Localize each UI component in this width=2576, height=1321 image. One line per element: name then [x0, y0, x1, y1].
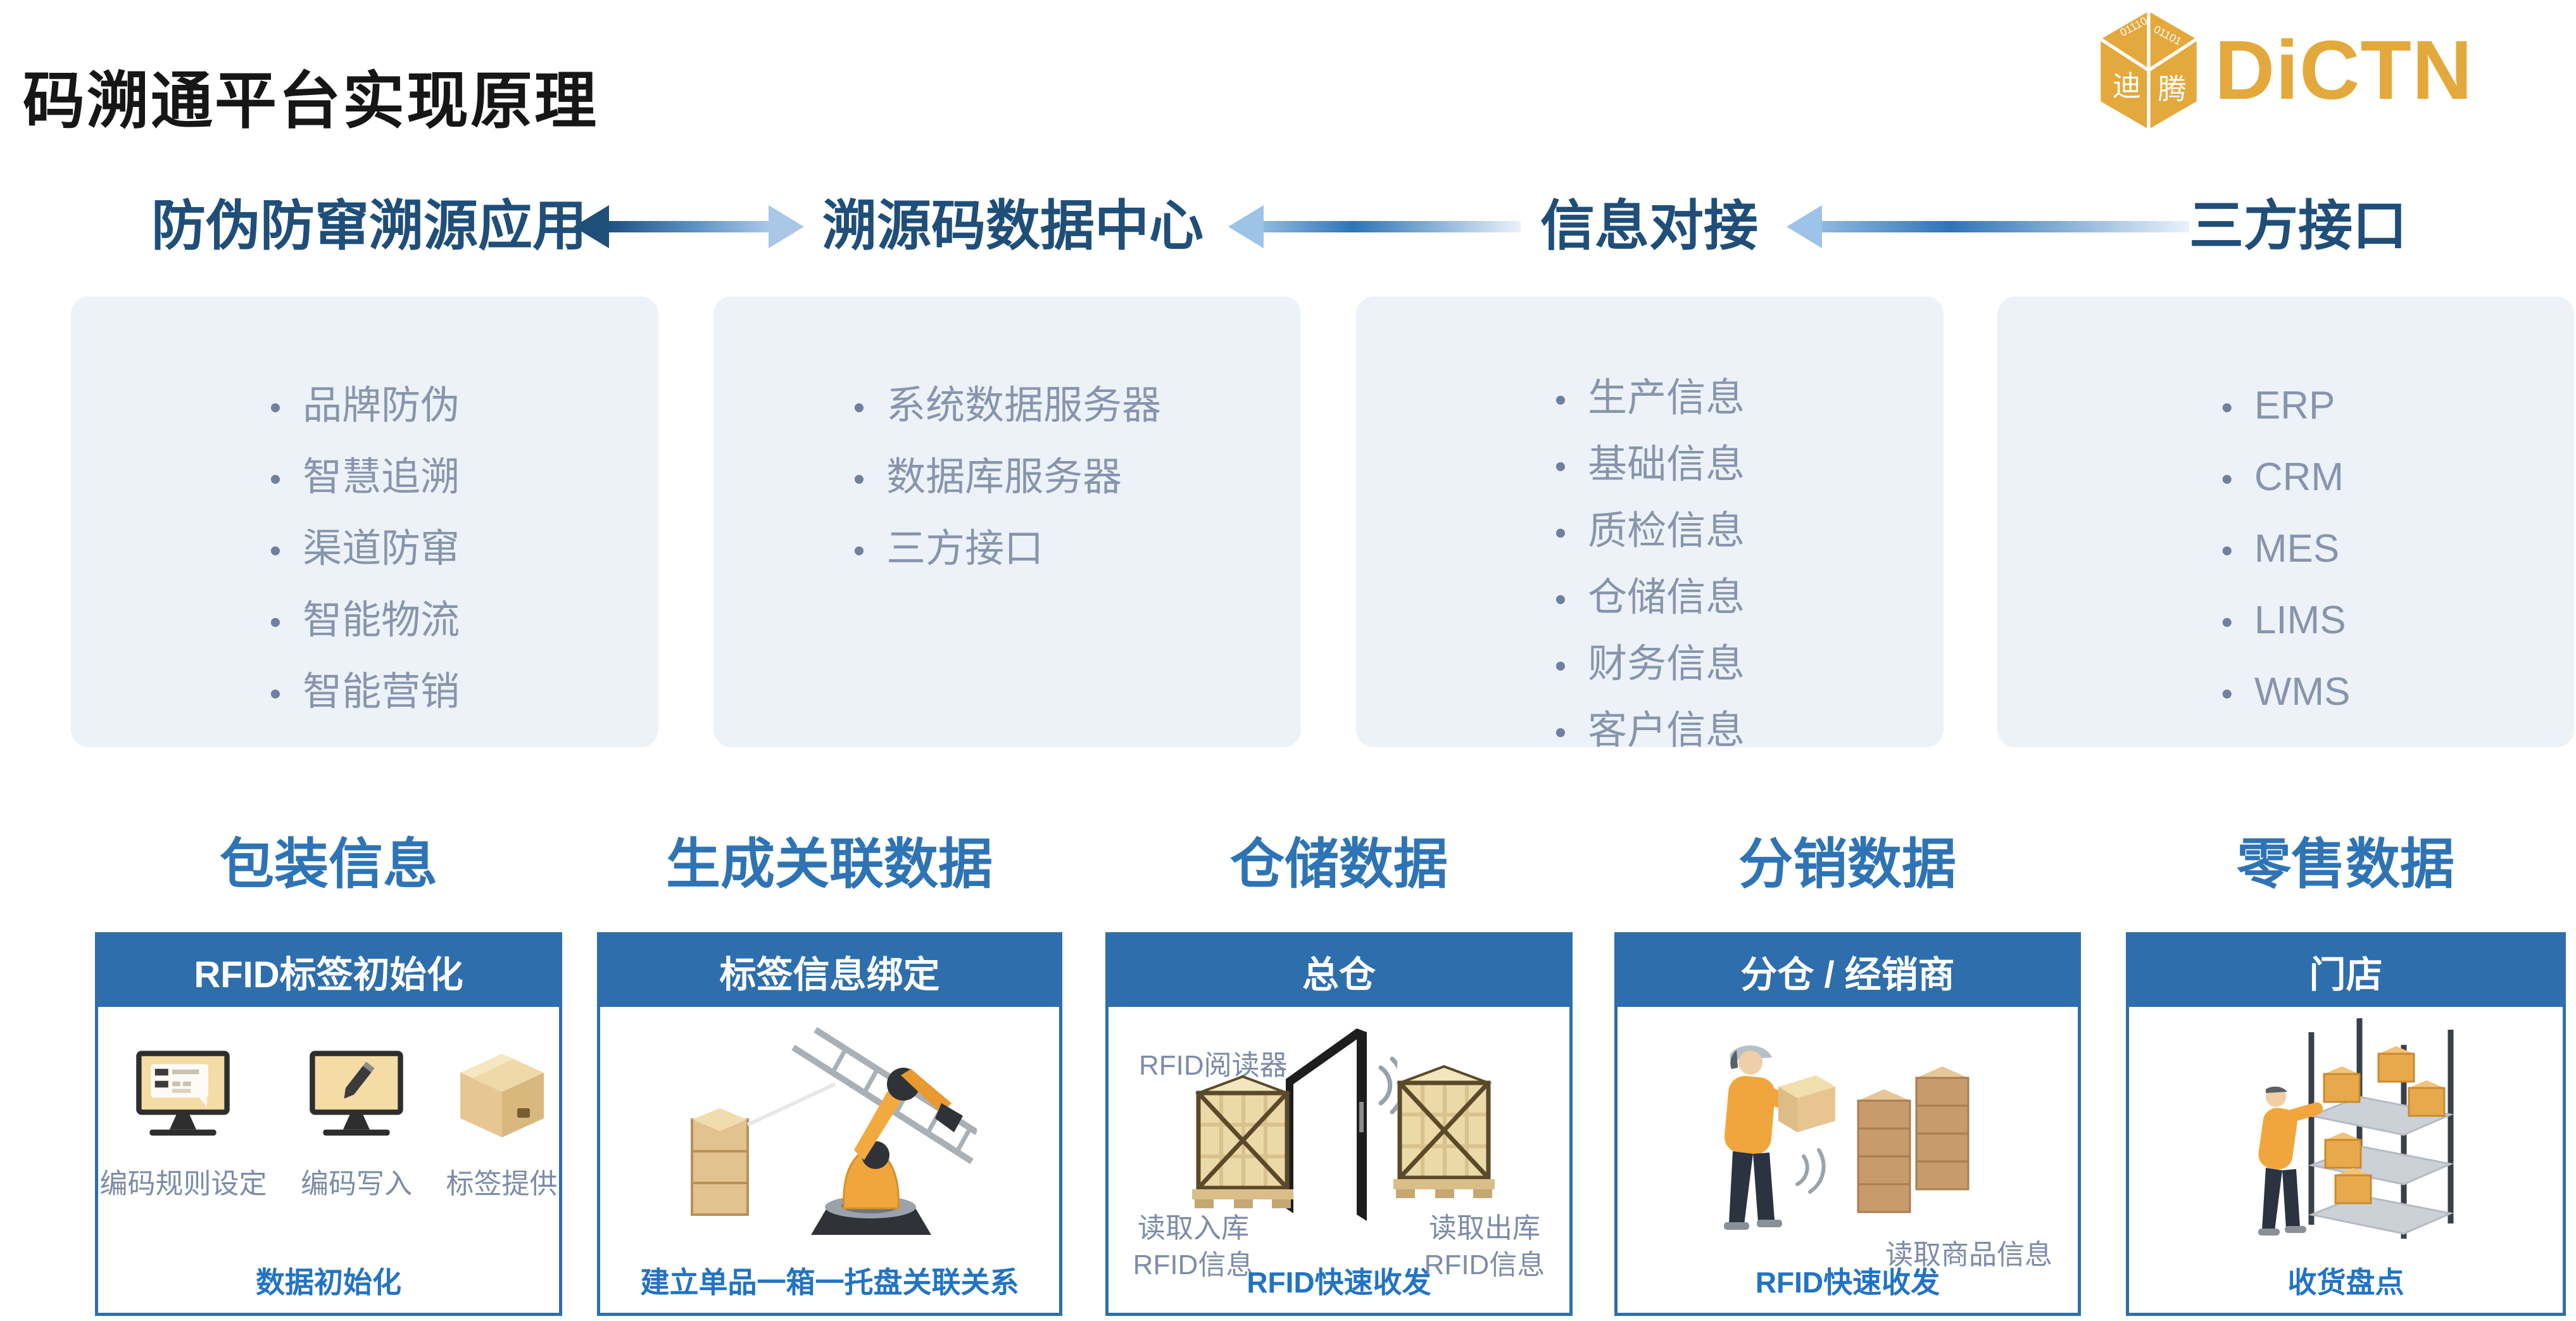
stage-title-warehouse: 仓储数据: [1230, 834, 1448, 895]
stage-card-footer: RFID快速收发: [1755, 1266, 1940, 1299]
list-item: 仓储信息: [1555, 566, 1745, 632]
robot-arm-icon: [691, 1027, 977, 1235]
list-item: 财务信息: [1555, 632, 1745, 698]
pallet-stack-icon: [1192, 1075, 1293, 1208]
stage-card-main-warehouse: 总仓 RFID阅读器: [1105, 932, 1573, 1316]
carton-box-icon: [460, 1054, 544, 1137]
icon-label: 标签提供: [446, 1168, 558, 1199]
card-thirdparty-interfaces: ERP CRM MES LIMS WMS: [1997, 296, 2574, 747]
interface-list: ERP CRM MES LIMS WMS: [2221, 296, 2351, 729]
stage-title-retail: 零售数据: [2237, 834, 2454, 895]
stage-title-distribution: 分销数据: [1738, 834, 1956, 895]
data-center-list: 系统数据服务器 数据库服务器 三方接口: [853, 296, 1161, 586]
list-item: MES: [2221, 514, 2351, 586]
flow-header-thirdparty: 三方接口: [2189, 196, 2407, 256]
brand-logo: 01110 01101 迪 腾 DiCTN: [2101, 11, 2473, 129]
outbound-line2: RFID信息: [1424, 1249, 1545, 1280]
read-goods-label: 读取商品信息: [1885, 1239, 2052, 1270]
rfid-reader-label: RFID阅读器: [1139, 1050, 1288, 1081]
list-item: WMS: [2221, 657, 2351, 729]
stage-card-footer: 数据初始化: [256, 1266, 401, 1299]
application-list: 品牌防伪 智慧追溯 渠道防窜 智能物流 智能营销: [270, 296, 460, 729]
icon-label: 编码写入: [301, 1168, 412, 1199]
figure-tag-supply: 标签提供: [446, 1049, 558, 1201]
outbound-line1: 读取出库: [1429, 1213, 1540, 1244]
box-stacks-icon: [1857, 1066, 1970, 1213]
flow-header-datacenter: 溯源码数据中心: [822, 196, 1203, 256]
list-item: 三方接口: [853, 514, 1161, 586]
stage-card-tag-binding: 标签信息绑定: [597, 932, 1062, 1316]
stage-card-store: 门店: [2126, 932, 2566, 1316]
figure-code-writing: 编码写入: [295, 1049, 418, 1201]
arrow-bidirectional-icon: [574, 205, 804, 248]
list-item: 生产信息: [1555, 366, 1745, 433]
list-item: LIMS: [2221, 586, 2351, 657]
arrow-left-icon: [1228, 205, 1521, 248]
stage-title-association: 生成关联数据: [666, 834, 993, 895]
card-traceability-applications: 品牌防伪 智慧追溯 渠道防窜 智能物流 智能营销: [71, 296, 658, 747]
arrow-left-icon: [1787, 205, 2189, 248]
list-item: 智能物流: [270, 586, 460, 657]
stage-card-footer: 建立单品一箱一托盘关联关系: [640, 1266, 1019, 1299]
list-item: CRM: [2221, 443, 2351, 514]
list-item: 渠道防窜: [270, 514, 460, 586]
stage-card-header: 总仓: [1109, 935, 1569, 1007]
monitor-form-icon: [136, 1051, 230, 1136]
card-information-docking: 生产信息 基础信息 质检信息 仓储信息 财务信息 客户信息: [1356, 296, 1944, 752]
stage-card-footer: RFID快速收发: [1247, 1266, 1431, 1299]
stage-card-header: 门店: [2129, 935, 2563, 1007]
page-title: 码溯通平台实现原理: [23, 65, 599, 136]
stage-card-distribution: 分仓 / 经销商: [1614, 932, 2081, 1316]
icon-label: 编码规则设定: [99, 1168, 267, 1199]
stage-card-header: RFID标签初始化: [98, 935, 559, 1007]
inbound-line1: 读取入库: [1138, 1213, 1249, 1244]
information-list: 生产信息 基础信息 质检信息 仓储信息 财务信息 客户信息: [1555, 296, 1745, 765]
rfid-gate-icon: [1263, 1028, 1397, 1221]
card-data-center: 系统数据服务器 数据库服务器 三方接口: [713, 296, 1301, 747]
monitor-pencil-icon: [309, 1051, 403, 1136]
list-item: 系统数据服务器: [853, 371, 1161, 443]
flow-header-app: 防伪防窜溯源应用: [151, 196, 587, 256]
list-item: 基础信息: [1555, 433, 1745, 499]
flow-header-integration: 信息对接: [1540, 196, 1758, 256]
stage-card-header: 分仓 / 经销商: [1618, 935, 2078, 1007]
store-shelf-icon: [2258, 1018, 2454, 1239]
stage-title-packaging: 包装信息: [220, 834, 437, 895]
logo-char-left: 迪: [2113, 70, 2141, 102]
list-item: ERP: [2221, 371, 2351, 443]
figure-rule-setting: 编码规则设定: [100, 1049, 267, 1201]
logo-cube-icon: 01110 01101 迪 腾: [2101, 11, 2197, 129]
stage-card-footer: 收货盘点: [2287, 1266, 2404, 1299]
outbound-read-label: 读取出库 RFID信息: [1409, 1210, 1561, 1284]
list-item: 质检信息: [1555, 499, 1745, 566]
pallet-stack-icon: [1393, 1065, 1495, 1198]
list-item: 智慧追溯: [270, 443, 460, 514]
brand-name: DiCTN: [2215, 23, 2473, 117]
logo-char-right: 腾: [2158, 73, 2187, 105]
list-item: 智能营销: [270, 657, 460, 729]
inbound-read-label: 读取入库 RFID信息: [1117, 1210, 1269, 1284]
stage-card-header: 标签信息绑定: [600, 935, 1059, 1007]
stage-card-rfid-init: RFID标签初始化 编码规则设定: [95, 932, 562, 1316]
worker-carrying-box-icon: [1724, 1045, 1835, 1230]
list-item: 客户信息: [1555, 698, 1745, 765]
inbound-line2: RFID信息: [1133, 1249, 1254, 1280]
list-item: 数据库服务器: [853, 443, 1161, 514]
list-item: 品牌防伪: [270, 371, 460, 443]
